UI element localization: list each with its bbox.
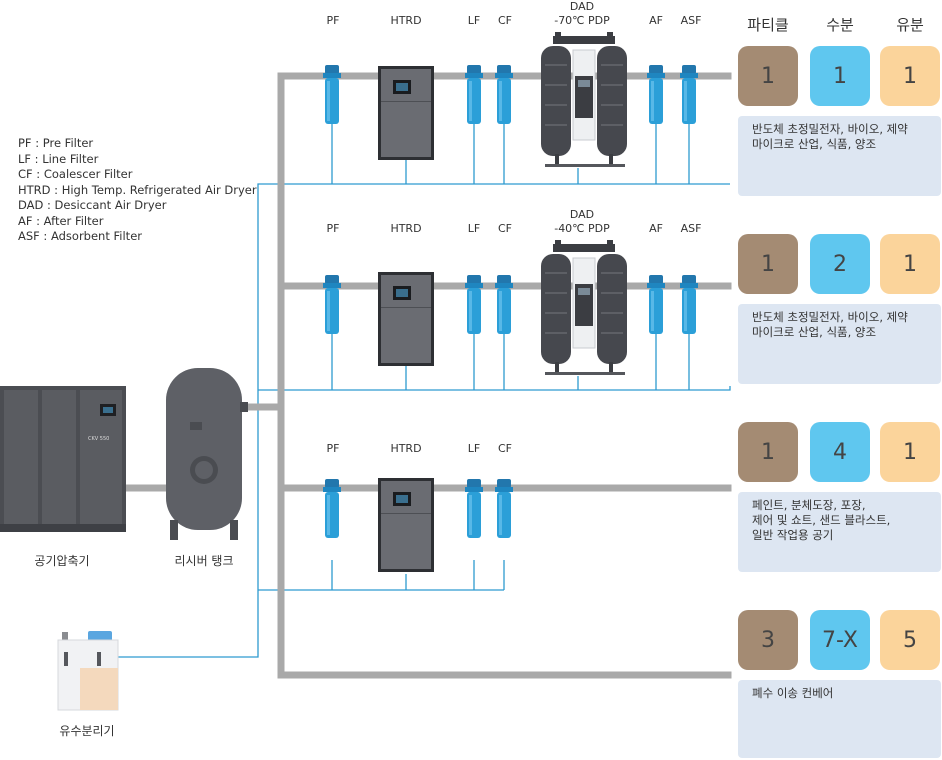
particle-class-badge: 1 <box>738 46 798 106</box>
water-class-badge: 2 <box>810 234 870 294</box>
line1-cf-icon <box>495 65 513 124</box>
legend-item: PF : Pre Filter <box>18 136 94 150</box>
water-class-badge: 7-X <box>810 610 870 670</box>
line1-htrd-icon <box>378 66 434 160</box>
water-class-badge: 4 <box>810 422 870 482</box>
line2-lf-label: LF <box>467 222 481 235</box>
line1-pdp-label: -70℃ PDP <box>554 14 610 27</box>
line2-pdp-label: -40℃ PDP <box>554 222 610 235</box>
legend-item: DAD : Desiccant Air Dryer <box>18 198 167 212</box>
line2-pf-icon <box>323 275 341 334</box>
application-description: 폐수 이송 컨베어 <box>738 680 941 758</box>
application-description: 페인트, 분체도장, 포장, 제어 및 쇼트, 샌드 블라스트, 일반 작업용 … <box>738 492 941 572</box>
line2-cf-icon <box>495 275 513 334</box>
line1-cf-label: CF <box>497 14 513 27</box>
line2-asf-icon <box>680 275 698 334</box>
line2-af-label: AF <box>649 222 663 235</box>
oil-class-badge: 1 <box>880 46 940 106</box>
drain-lines <box>118 120 731 658</box>
line1-af-icon <box>647 65 665 124</box>
line1-lf-icon <box>465 65 483 124</box>
legend-item: LF : Line Filter <box>18 151 99 166</box>
receiver-tank-icon <box>166 368 248 540</box>
line3-htrd-icon <box>378 478 434 572</box>
oil-class-badge: 1 <box>880 234 940 294</box>
oil-water-separator-icon <box>57 631 119 711</box>
line3-lf-label: LF <box>467 442 481 455</box>
line1-pf-label: PF <box>326 14 340 27</box>
legend-item: HTRD : High Temp. Refrigerated Air Dryer <box>18 182 257 197</box>
application-description: 반도체 초정밀전자, 바이오, 제약 마이크로 산업, 식품, 양조 <box>738 304 941 384</box>
oil-class-badge: 1 <box>880 422 940 482</box>
air-compressor-icon <box>0 386 126 532</box>
line1-dad-label: DAD <box>569 0 595 13</box>
line1-htrd-label: HTRD <box>390 14 422 27</box>
water-class-badge: 1 <box>810 46 870 106</box>
particle-class-badge: 3 <box>738 610 798 670</box>
receiver-tank-label: 리시버 탱크 <box>174 554 234 568</box>
application-description: 반도체 초정밀전자, 바이오, 제약 마이크로 산업, 식품, 양조 <box>738 116 941 196</box>
legend-item: ASF : Adsorbent Filter <box>18 229 142 243</box>
line2-pf-label: PF <box>326 222 340 235</box>
line2-htrd-label: HTRD <box>390 222 422 235</box>
line3-cf-label: CF <box>497 442 513 455</box>
particle-class-badge: 1 <box>738 422 798 482</box>
line2-dad-icon <box>540 239 628 376</box>
line2-htrd-icon <box>378 272 434 366</box>
particle-class-badge: 1 <box>738 234 798 294</box>
line2-asf-label: ASF <box>680 222 702 235</box>
line2-af-icon <box>647 275 665 334</box>
line2-cf-label: CF <box>497 222 513 235</box>
line2-dad-label: DAD <box>569 208 595 221</box>
legend-item: AF : After Filter <box>18 213 104 228</box>
line1-af-label: AF <box>649 14 663 27</box>
line3-cf-icon <box>495 479 513 538</box>
line3-pf-icon <box>323 479 341 538</box>
line1-asf-icon <box>680 65 698 124</box>
header-particle: 파티클 <box>747 16 789 34</box>
compressor-brand: CKV 550 <box>88 436 110 442</box>
line1-asf-label: ASF <box>680 14 702 27</box>
abbreviation-legend: PF : Pre Filter LF : Line Filter CF : Co… <box>18 136 257 245</box>
header-water: 수분 <box>826 16 854 34</box>
line1-dad-icon <box>540 31 628 168</box>
header-oil: 유분 <box>896 16 924 34</box>
line1-lf-label: LF <box>467 14 481 27</box>
oil-class-badge: 5 <box>880 610 940 670</box>
line3-pf-label: PF <box>326 442 340 455</box>
compressor-label: 공기압축기 <box>34 554 90 568</box>
line1-pf-icon <box>323 65 341 124</box>
line2-lf-icon <box>465 275 483 334</box>
line3-lf-icon <box>465 479 483 538</box>
legend-item: CF : Coalescer Filter <box>18 167 133 181</box>
separator-label: 유수분리기 <box>59 724 115 738</box>
line3-htrd-label: HTRD <box>390 442 422 455</box>
